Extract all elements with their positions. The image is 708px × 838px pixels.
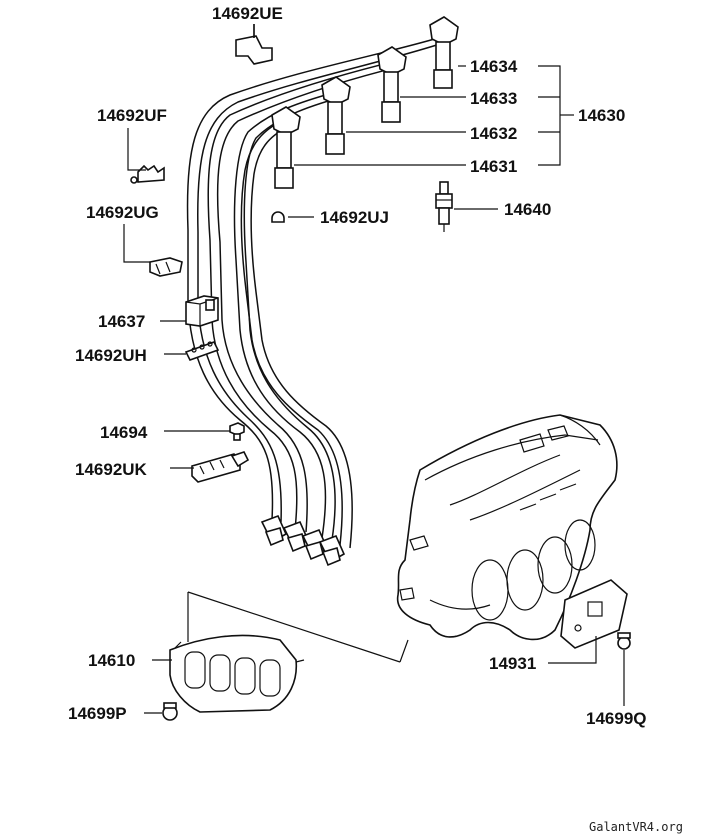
label-14931: 14931 [489, 654, 536, 673]
plug-cap-14631 [271, 106, 301, 189]
label-14632: 14632 [470, 124, 517, 143]
label-14692UH: 14692UH [75, 346, 147, 365]
label-14610: 14610 [88, 651, 135, 670]
plug-cap-14634 [429, 16, 459, 89]
label-14692UJ: 14692UJ [320, 208, 389, 227]
part-labels: 14692UE 14692UF 14692UG 14637 14692UH 14… [68, 4, 647, 728]
bottom-boots [260, 514, 346, 567]
plug-cap-14632 [321, 76, 351, 155]
bolt-14699P [162, 702, 178, 721]
label-14699Q: 14699Q [586, 709, 647, 728]
bolt-14699Q [617, 632, 631, 650]
gasket-14610 [169, 634, 305, 713]
intake-manifold [396, 414, 618, 641]
label-14694: 14694 [100, 423, 148, 442]
label-14631: 14631 [470, 157, 517, 176]
label-14633: 14633 [470, 89, 517, 108]
clip-14692UH [184, 341, 220, 361]
label-14692UE: 14692UE [212, 4, 283, 23]
clamp-14692UF [130, 164, 165, 184]
plug-cap-14633 [377, 46, 407, 123]
label-14692UG: 14692UG [86, 203, 159, 222]
label-14640: 14640 [504, 200, 551, 219]
bolt-14694 [229, 422, 245, 441]
block-14637 [185, 295, 219, 327]
leader-lines [123, 24, 625, 714]
label-14692UF: 14692UF [97, 106, 167, 125]
watermark: GalantVR4.org [589, 820, 683, 834]
spark-plug-wire-harness [186, 37, 444, 549]
label-14699P: 14699P [68, 704, 127, 723]
clamp-14692UG [149, 257, 183, 277]
label-14634: 14634 [470, 57, 518, 76]
label-14630: 14630 [578, 106, 625, 125]
label-14692UK: 14692UK [75, 460, 148, 479]
bracket-14692UK [191, 451, 250, 483]
plate-14931 [560, 579, 628, 649]
spark-plug-14640 [435, 181, 453, 232]
clip-14692UJ [271, 211, 285, 223]
label-14637: 14637 [98, 312, 145, 331]
